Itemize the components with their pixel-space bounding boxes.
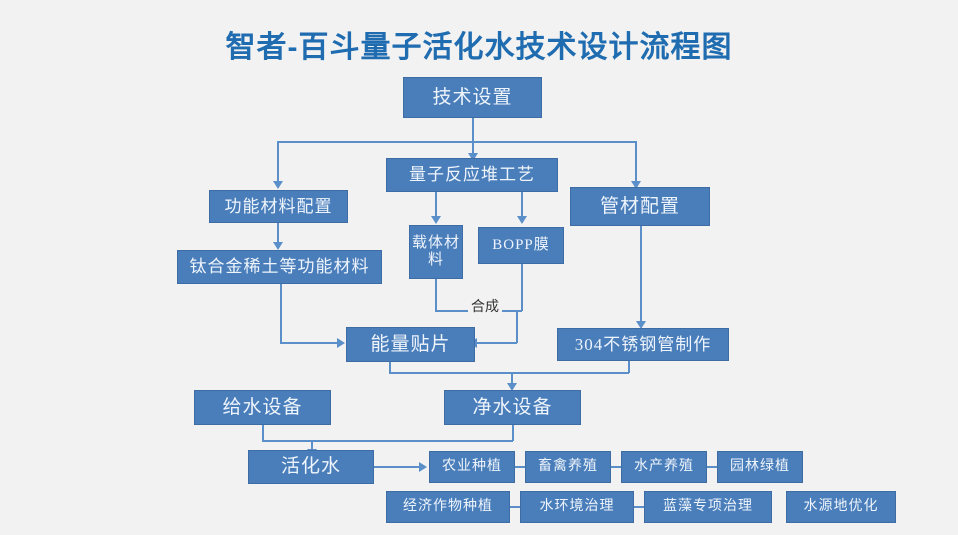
connector-reactor-to-bopp — [521, 192, 523, 216]
app-row1-item-2[interactable]: 水产养殖 — [621, 451, 707, 483]
connector-app1-1-2 — [611, 466, 621, 468]
node-steel-pipe[interactable]: 304不锈钢管制作 — [557, 328, 729, 361]
arrow-into-energy-patch-left — [337, 338, 345, 348]
app-row2-item-2[interactable]: 蓝藻专项治理 — [644, 491, 772, 523]
page-title: 智者-百斗量子活化水技术设计流程图 — [225, 31, 733, 64]
arrow-to-material-config — [273, 181, 283, 189]
connector-to-purify — [511, 372, 513, 384]
connector-app1-2-3 — [707, 466, 717, 468]
connector-app1-0-1 — [515, 466, 525, 468]
app-row2-item-1[interactable]: 水环境治理 — [520, 491, 634, 523]
connector-steel-down — [628, 361, 630, 373]
arrow-to-pipe-config — [631, 181, 641, 189]
connector-bus-right — [635, 141, 637, 181]
connector-supply-down — [262, 425, 264, 441]
connector-bus-left — [277, 141, 279, 181]
arrow-to-applications — [419, 462, 427, 472]
connector-bus — [277, 141, 636, 143]
node-water-purify[interactable]: 净水设备 — [444, 390, 581, 425]
node-activated-water[interactable]: 活化水 — [248, 450, 374, 484]
connector-synthesis-left — [477, 342, 517, 344]
arrow-to-purify — [507, 383, 517, 391]
connector-bopp-down — [521, 264, 523, 311]
node-ti-alloy-material[interactable]: 钛合金稀土等功能材料 — [177, 250, 382, 284]
connector-purify-down — [512, 425, 514, 441]
connector-merge-purify — [389, 372, 629, 374]
node-technical-setup[interactable]: 技术设置 — [403, 77, 542, 118]
node-bopp-film[interactable]: BOPP膜 — [478, 227, 564, 264]
connector-merge-activated — [262, 440, 513, 442]
connector-pipe-down — [640, 226, 642, 321]
node-reactor-process[interactable]: 量子反应堆工艺 — [386, 158, 558, 192]
connector-root-down — [472, 118, 474, 142]
connector-alloy-right — [280, 342, 337, 344]
node-water-supply[interactable]: 给水设备 — [194, 390, 331, 425]
connector-carrier-down — [435, 279, 437, 311]
connector-to-activated — [311, 440, 313, 450]
app-row1-item-0[interactable]: 农业种植 — [429, 451, 515, 483]
node-pipe-config[interactable]: 管材配置 — [570, 187, 710, 226]
app-row1-item-3[interactable]: 园林绿植 — [717, 451, 803, 483]
connector-bus-center — [472, 141, 474, 153]
node-energy-patch[interactable]: 能量贴片 — [346, 327, 475, 362]
arrow-to-reactor — [468, 153, 478, 161]
arrow-to-alloy — [273, 242, 283, 250]
node-material-config[interactable]: 功能材料配置 — [209, 190, 348, 223]
arrow-to-bopp — [517, 216, 527, 224]
edge-label-synthesis: 合成 — [468, 296, 502, 316]
app-row2-item-3[interactable]: 水源地优化 — [786, 491, 896, 523]
app-row2-item-0[interactable]: 经济作物种植 — [386, 491, 510, 523]
connector-reactor-to-carrier — [435, 192, 437, 216]
app-row1-item-1[interactable]: 畜禽养殖 — [525, 451, 611, 483]
arrow-to-steel-pipe — [636, 321, 646, 329]
node-carrier-material[interactable]: 载体材料 — [409, 225, 463, 279]
connector-material-to-alloy — [277, 223, 279, 242]
connector-app2-1-2 — [634, 506, 644, 508]
connector-alloy-down — [280, 284, 282, 343]
arrow-to-carrier — [431, 216, 441, 224]
connector-activated-right — [374, 466, 419, 468]
connector-energy-down — [389, 362, 391, 373]
connector-synthesis-down — [516, 310, 518, 343]
connector-app2-0-1 — [510, 506, 520, 508]
